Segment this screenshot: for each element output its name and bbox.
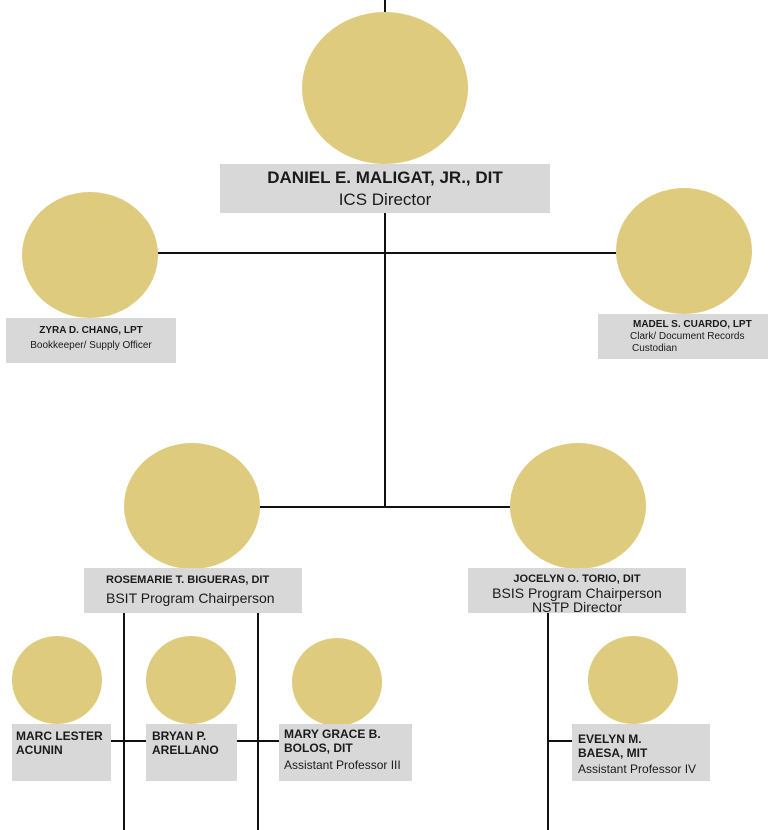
bookkeeper-label: ZYRA D. CHANG, LPT Bookkeeper/ Supply Of… xyxy=(6,318,176,363)
clerk-role-line2: Custodian xyxy=(632,343,678,354)
director-role: ICS Director xyxy=(338,190,432,209)
connector-acunin xyxy=(111,740,146,742)
director-label: DANIEL E. MALIGAT, JR., DIT ICS Director xyxy=(220,164,550,213)
baesa-name-line2: BAESA, MIT xyxy=(578,746,648,760)
acunin-photo xyxy=(12,636,102,724)
director-photo xyxy=(302,12,468,164)
bolos-role: Assistant Professor III xyxy=(284,758,401,772)
clerk-role-line1: Clark/ Document Records xyxy=(630,331,745,342)
baesa-role: Assistant Professor IV xyxy=(578,762,697,776)
bolos-label: MARY GRACE B. BOLOS, DIT Assistant Profe… xyxy=(279,724,412,781)
acunin-name-line1: MARC LESTER xyxy=(16,729,103,743)
connector-director-trunk xyxy=(384,213,386,508)
bsis-chair-role-line1: BSIS Program Chairperson xyxy=(492,585,662,601)
clerk-label: MADEL S. CUARDO, LPT Clark/ Document Rec… xyxy=(598,314,768,359)
arellano-label: BRYAN P. ARELLANO xyxy=(146,724,237,781)
clerk-photo xyxy=(616,188,752,314)
bsit-chair-photo xyxy=(124,443,260,569)
bolos-photo xyxy=(292,638,382,726)
bolos-name-line2: BOLOS, DIT xyxy=(284,741,353,755)
baesa-photo xyxy=(588,636,678,724)
connector-top xyxy=(384,0,386,12)
bolos-name-line1: MARY GRACE B. xyxy=(284,727,381,741)
bsis-chair-name: JOCELYN O. TORIO, DIT xyxy=(513,573,641,585)
baesa-label: EVELYN M. BAESA, MIT Assistant Professor… xyxy=(572,724,710,781)
clerk-name: MADEL S. CUARDO, LPT xyxy=(633,319,752,330)
bsis-chair-label: JOCELYN O. TORIO, DIT BSIS Program Chair… xyxy=(468,568,686,615)
acunin-name-line2: ACUNIN xyxy=(16,743,63,757)
acunin-label: MARC LESTER ACUNIN xyxy=(12,724,111,781)
connector-bsit-left xyxy=(123,613,125,830)
connector-bolos xyxy=(237,740,279,742)
connector-staff-horizontal xyxy=(158,252,616,254)
bookkeeper-role: Bookkeeper/ Supply Officer xyxy=(30,340,152,351)
baesa-name-line1: EVELYN M. xyxy=(578,732,642,746)
bsit-chair-name: ROSEMARIE T. BIGUERAS, DIT xyxy=(106,574,270,586)
bsit-chair-role: BSIT Program Chairperson xyxy=(106,590,275,606)
connector-bsis xyxy=(547,613,549,830)
arellano-photo xyxy=(146,636,236,724)
bsis-chair-photo xyxy=(510,443,646,569)
connector-bsit-right xyxy=(257,613,259,830)
director-name: DANIEL E. MALIGAT, JR., DIT xyxy=(267,168,503,187)
bookkeeper-photo xyxy=(22,192,158,318)
bsis-chair-role-line2: NSTP Director xyxy=(532,599,622,615)
connector-chairs-horizontal xyxy=(260,506,510,508)
arellano-name-line2: ARELLANO xyxy=(152,743,219,757)
bsit-chair-label: ROSEMARIE T. BIGUERAS, DIT BSIT Program … xyxy=(84,568,302,613)
arellano-name-line1: BRYAN P. xyxy=(152,729,207,743)
connector-baesa xyxy=(548,740,572,742)
bookkeeper-name: ZYRA D. CHANG, LPT xyxy=(39,325,143,336)
